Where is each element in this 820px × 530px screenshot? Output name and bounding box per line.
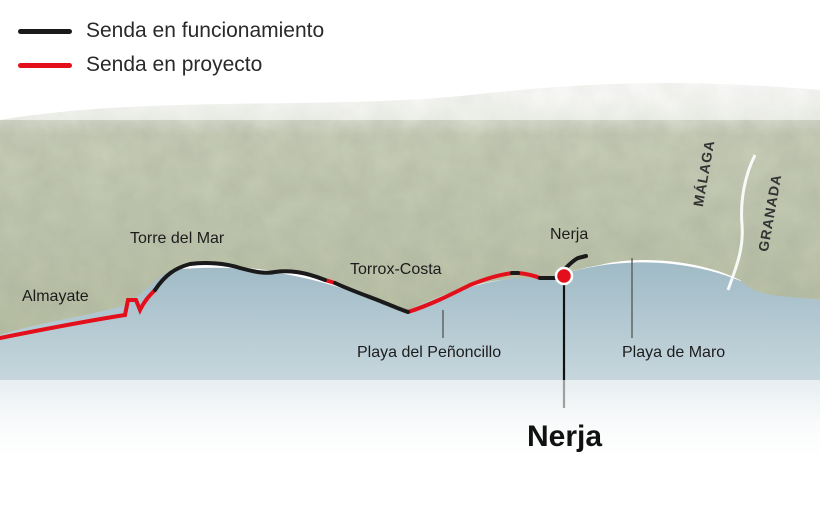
nerja-marker-dot <box>554 266 574 286</box>
legend-label-operating: Senda en funcionamiento <box>86 19 325 42</box>
place-label-torrox-costa: Torrox-Costa <box>350 261 442 278</box>
place-label-playa-maro: Playa de Maro <box>622 344 726 361</box>
route-project-penoncillo <box>406 271 514 314</box>
marker-label-nerja: Nerja <box>527 420 603 453</box>
place-label-nerja: Nerja <box>550 226 589 243</box>
legend-swatch-operating <box>18 28 72 34</box>
legend-label-project: Senda en proyecto <box>86 53 263 76</box>
place-label-playa-penoncillo: Playa del Peñoncillo <box>357 344 502 361</box>
route-project-almayate <box>0 288 157 340</box>
place-label-almayate: Almayate <box>22 288 89 305</box>
province-border <box>726 154 757 291</box>
legend-swatch-project <box>18 62 72 68</box>
legend: Senda en funcionamiento Senda en proyect… <box>18 14 324 82</box>
place-label-torre-del-mar: Torre del Mar <box>130 230 225 247</box>
route-operating-torrox <box>333 281 410 314</box>
legend-item-project: Senda en proyecto <box>18 48 324 82</box>
route-operating-torre <box>153 261 327 292</box>
legend-item-operating: Senda en funcionamiento <box>18 14 324 48</box>
